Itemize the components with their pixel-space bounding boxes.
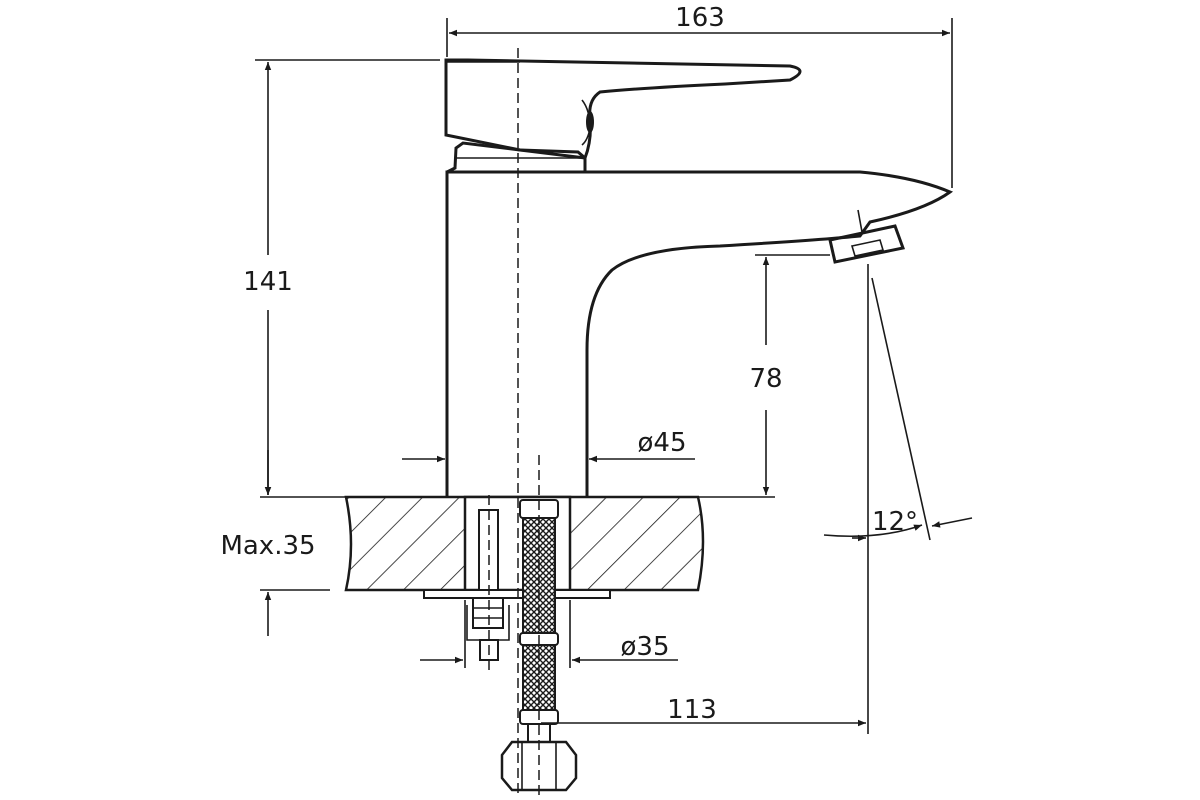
overall-width-label: 163 <box>675 3 725 33</box>
dimension-max-thickness: Max.35 <box>220 450 330 636</box>
spout-angle-label: 12° <box>872 507 918 537</box>
faucet-body <box>444 58 954 497</box>
max-thickness-label: Max.35 <box>220 531 315 561</box>
dimension-overall-height: 141 <box>243 59 775 498</box>
dimension-spout-reach: 113 <box>541 264 869 734</box>
overall-height-label: 141 <box>243 267 293 297</box>
body-diameter-label: ø45 <box>638 428 687 458</box>
dimension-spout-angle: 12° <box>823 277 973 542</box>
spout-height-label: 78 <box>749 364 782 394</box>
dimension-body-diameter: ø45 <box>402 428 695 463</box>
hole-diameter-label: ø35 <box>621 632 670 662</box>
center-lines <box>488 48 540 800</box>
spout-reach-label: 113 <box>667 695 717 725</box>
dimension-overall-width: 163 <box>446 3 953 188</box>
dimension-hole-diameter: ø35 <box>420 600 678 668</box>
dimension-spout-height: 78 <box>749 254 830 495</box>
